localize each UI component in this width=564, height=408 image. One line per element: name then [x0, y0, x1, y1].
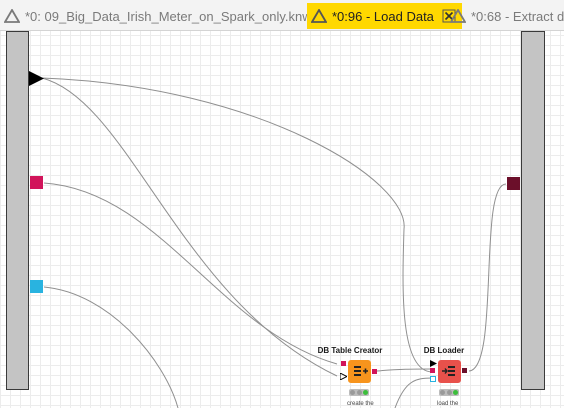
metanode-input-bar[interactable]	[6, 31, 29, 390]
db-connection-port[interactable]	[29, 71, 44, 86]
node-title: DB Loader	[423, 346, 465, 355]
workflow-canvas[interactable]: DB Table Creator create the DB Loader lo…	[0, 31, 564, 408]
node-status-traffic-light	[439, 389, 459, 396]
wire-cyan-down	[43, 286, 179, 408]
tab-extract-date[interactable]: *0:68 - Extract date	[446, 3, 564, 29]
node-status-traffic-light	[349, 389, 369, 396]
loader-icon	[442, 366, 455, 376]
node-input-port[interactable]	[430, 360, 437, 367]
output-port[interactable]	[507, 177, 520, 190]
wire-crimson-to-creator	[43, 182, 338, 365]
metanode-output-bar[interactable]	[521, 31, 545, 390]
data-port-cyan[interactable]	[30, 280, 43, 293]
warning-triangle-icon	[311, 9, 327, 23]
wire-creator-to-loader	[376, 368, 433, 372]
node-title: DB Table Creator	[317, 346, 383, 355]
node-comment: load the	[437, 401, 459, 407]
node-input-port[interactable]	[430, 376, 436, 382]
wire-db-connection-to-creator	[41, 77, 338, 377]
tab-main-workflow[interactable]: *0: 09_Big_Data_Irish_Meter_on_Spark_onl…	[0, 3, 326, 29]
node-comment: create the	[347, 401, 374, 407]
tab-load-data[interactable]: *0:96 - Load Data	[307, 3, 462, 29]
node-output-port[interactable]	[462, 368, 467, 373]
db-loader-node[interactable]	[438, 360, 461, 383]
editor-tab-bar: *0: 09_Big_Data_Irish_Meter_on_Spark_onl…	[0, 0, 564, 31]
data-port-crimson[interactable]	[30, 176, 43, 189]
table-creator-icon	[354, 366, 368, 376]
connection-wires	[41, 77, 507, 408]
wire-loader-to-output	[468, 183, 507, 372]
node-input-port[interactable]	[430, 368, 435, 373]
tab-label: *0: 09_Big_Data_Irish_Meter_on_Spark_onl…	[25, 8, 327, 24]
warning-triangle-icon	[450, 9, 466, 23]
tab-label: *0:68 - Extract date	[471, 8, 564, 24]
warning-triangle-icon	[4, 9, 20, 23]
db-table-creator-node[interactable]	[348, 360, 371, 383]
tab-label: *0:96 - Load Data	[332, 8, 434, 24]
node-output-port[interactable]	[372, 369, 377, 374]
node-input-port[interactable]	[340, 373, 347, 380]
wire-db-connection-to-output	[41, 77, 433, 373]
node-input-port[interactable]	[341, 361, 346, 366]
wire-down-to-loader	[394, 377, 433, 408]
